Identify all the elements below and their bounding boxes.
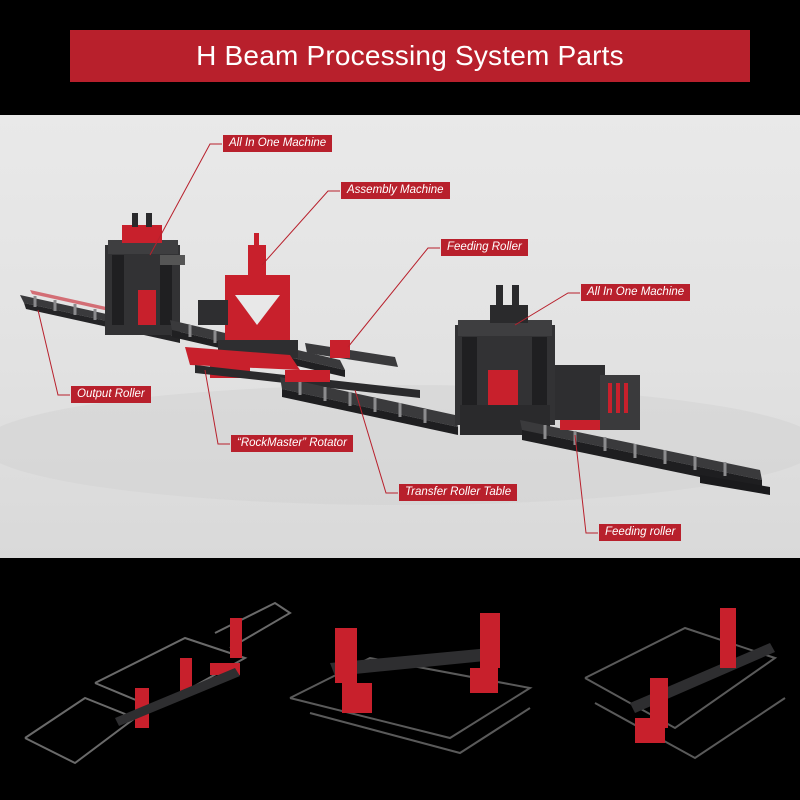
- callout-transfer-roller-table: Transfer Roller Table: [399, 484, 518, 501]
- callout-feeding-roller-top: Feeding Roller: [441, 239, 528, 256]
- feeding-roller-right: [520, 420, 770, 495]
- all-in-one-machine-2: [455, 285, 640, 435]
- feeding-roller-mid: [305, 340, 398, 367]
- all-in-one-machine-1: [105, 213, 185, 335]
- callout-feeding-roller-bottom: Feeding roller: [599, 524, 682, 541]
- assembly-machine: [198, 233, 298, 358]
- production-line-illustration: All In One Machine Assembly Machine Feed…: [0, 115, 800, 558]
- page-title: H Beam Processing System Parts: [70, 30, 750, 82]
- thumbnail-rotator-center: [289, 613, 533, 755]
- detail-thumbnails: [0, 558, 800, 800]
- callout-output-roller: Output Roller: [71, 386, 151, 403]
- thumbnail-rotator-right: [584, 608, 786, 760]
- transfer-roller-table: [280, 370, 458, 435]
- callout-assembly-machine: Assembly Machine: [341, 182, 450, 199]
- callout-rockmaster-rotator: “RockMaster” Rotator: [231, 435, 353, 452]
- header-band: H Beam Processing System Parts: [0, 0, 800, 115]
- callout-all-in-one-machine-2: All In One Machine: [581, 284, 691, 301]
- thumbnail-rotator-overview: [24, 601, 292, 765]
- callout-all-in-one-machine-1: All In One Machine: [223, 135, 333, 152]
- callout-leader-lines: [37, 143, 598, 534]
- production-line-drawing: [0, 143, 800, 534]
